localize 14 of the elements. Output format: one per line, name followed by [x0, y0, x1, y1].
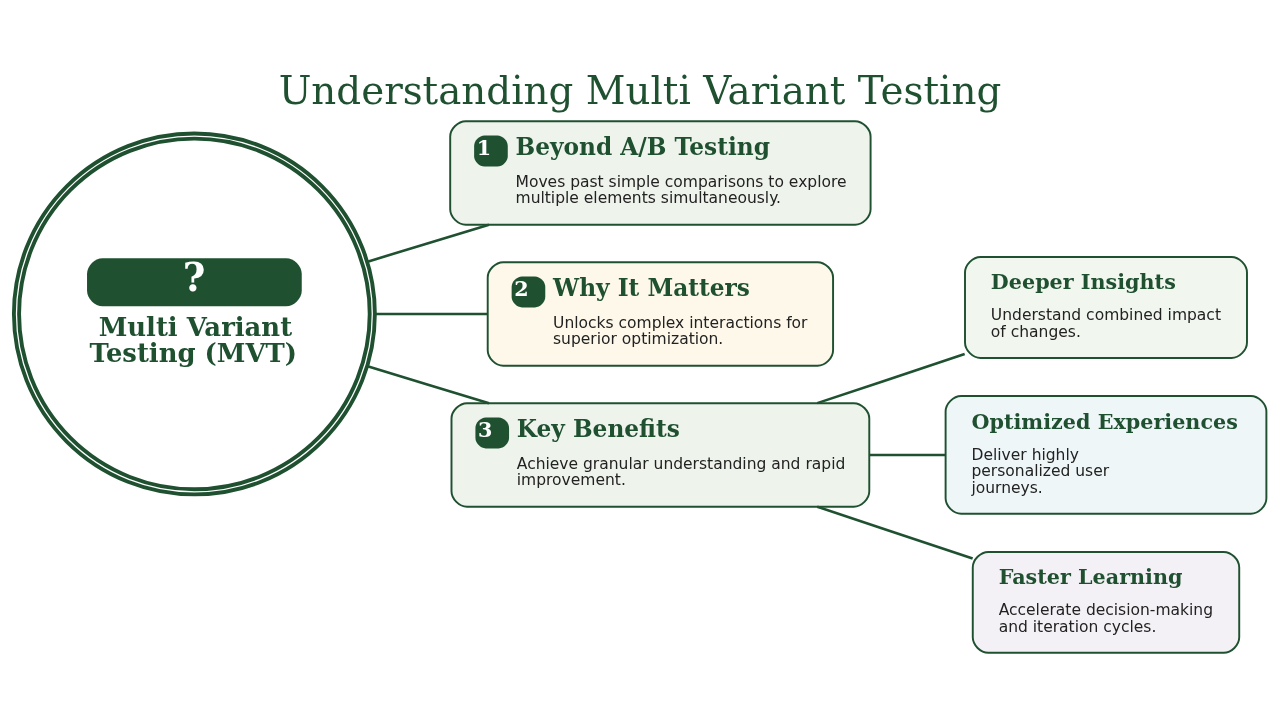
node-box: 3 Key Benefits Achieve granular understanding and rapid improvement. [450, 401, 871, 508]
node-box: Faster Learning Accelerate decision-making and iteration cycles. [971, 550, 1241, 654]
node-box: 2 Why It Matters Unlocks complex interactions for superior optimization. [486, 260, 835, 367]
connector [367, 222, 490, 263]
node-box: 1 Beyond A/B Testing Moves past simple comparisons to explore multiple elements simultaneously. [449, 119, 872, 226]
connector [375, 312, 488, 315]
connector [367, 364, 490, 404]
node-box: Optimized Experiences Deliver highly personalized user journeys. [944, 394, 1268, 515]
connector [869, 453, 946, 456]
connector [816, 504, 974, 560]
connector [816, 352, 966, 404]
node-circle: ? Multi Variant Testing (MVT) [11, 131, 377, 496]
node-box: Deeper Insights Understand combined impact of changes. [964, 255, 1248, 359]
diagram-title: Understanding Multi Variant Testing [278, 67, 1002, 113]
